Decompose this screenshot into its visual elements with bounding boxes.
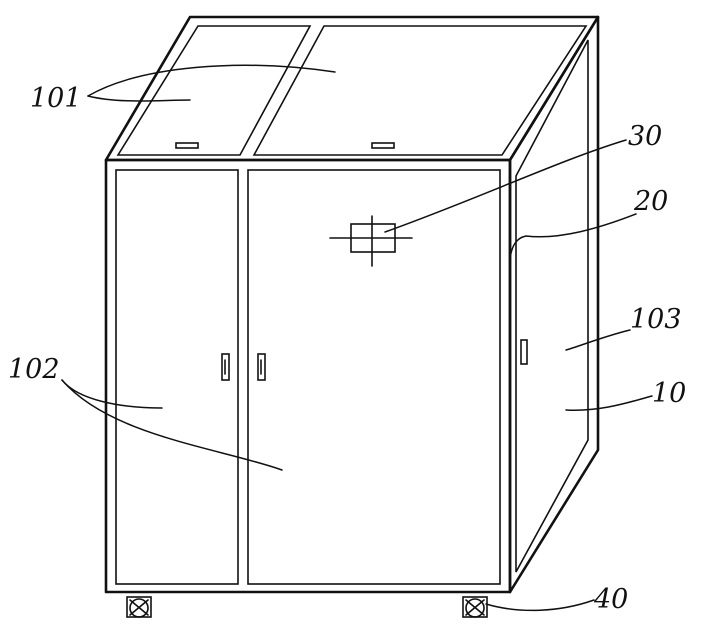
label-101: 101: [30, 83, 82, 114]
wheel-front-left: [126, 596, 152, 618]
front-door-right: [247, 169, 501, 585]
wheel-front-right: [462, 596, 488, 618]
top-lid-handle-right: [371, 142, 395, 149]
leader-10: [565, 395, 653, 412]
cabinet-front: [104, 158, 512, 594]
label-40: 40: [593, 584, 628, 615]
reference-labels: 101 102 30 20 103 10 40: [8, 83, 686, 615]
leader-101-a: [87, 64, 336, 97]
top-lid-handle-left: [175, 142, 199, 149]
label-30: 30: [628, 121, 662, 152]
leader-30: [384, 139, 627, 233]
label-10: 10: [652, 378, 686, 409]
mount-fixture: [329, 215, 413, 267]
leader-101-b: [87, 95, 191, 102]
leader-102-b: [61, 379, 283, 471]
door-handle-right: [257, 353, 266, 381]
leader-40: [485, 599, 595, 612]
cabinet-side: [508, 15, 600, 594]
leader-lines: [61, 64, 653, 612]
side-door-handle: [520, 339, 528, 365]
leader-103: [565, 329, 631, 351]
leader-20: [509, 213, 637, 259]
front-door-left: [115, 169, 239, 585]
label-103: 103: [630, 304, 682, 335]
label-102: 102: [8, 354, 60, 385]
wheels: [126, 596, 488, 618]
door-handle-left: [221, 353, 230, 381]
label-20: 20: [633, 186, 668, 217]
